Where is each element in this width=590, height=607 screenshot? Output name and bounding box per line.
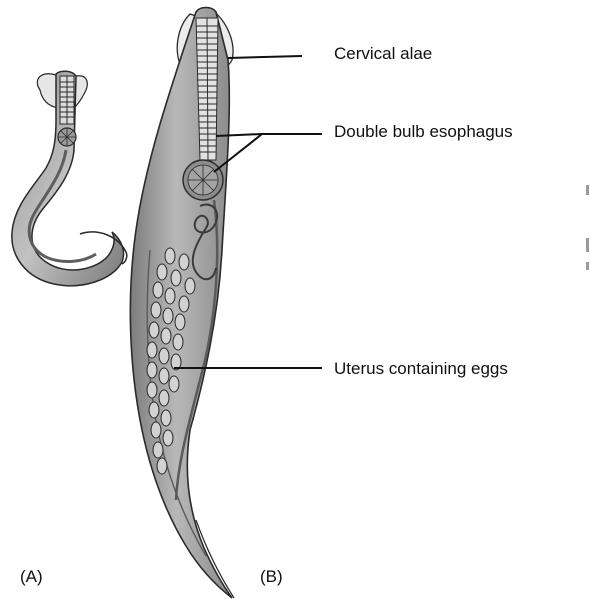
label-cervical-alae: Cervical alae [334, 44, 432, 64]
edge-artifact-mark [586, 262, 589, 270]
edge-artifact-mark [586, 185, 589, 195]
female-worm-b [130, 8, 234, 599]
edge-artifact-mark [586, 238, 589, 252]
label-uterus-containing-eggs: Uterus containing eggs [334, 359, 508, 379]
male-esophageal-bulb [58, 128, 76, 146]
label-double-bulb-esophagus: Double bulb esophagus [334, 122, 513, 142]
male-gut [29, 150, 96, 261]
female-esophagus [196, 18, 218, 160]
female-esophageal-bulb [183, 160, 223, 200]
male-worm-a [12, 71, 127, 286]
male-esophagus [60, 76, 74, 124]
panel-label-b: (B) [260, 567, 283, 587]
leader-cervical-alae [228, 56, 302, 58]
leader-esophagus [216, 134, 322, 136]
panel-label-a: (A) [20, 567, 43, 587]
